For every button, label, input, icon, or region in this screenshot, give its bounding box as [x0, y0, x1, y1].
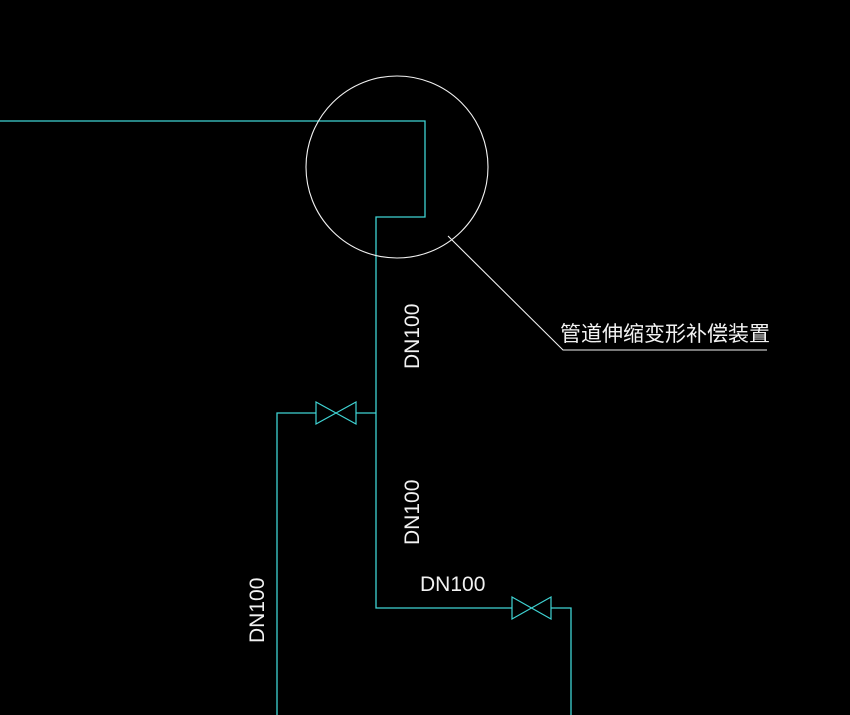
compensator-callout: 管道伸缩变形补偿装置 [305, 75, 770, 351]
valve-lower[interactable] [511, 595, 552, 621]
pipe-size-upper-riser: DN100 [401, 304, 424, 369]
callout-label: 管道伸缩变形补偿装置 [560, 323, 770, 346]
gate-valve-icon [511, 595, 552, 621]
pipe-bottom-right-drop [551, 607, 572, 715]
pipe-network [0, 120, 572, 715]
gate-valve-icon [315, 400, 357, 426]
pipe-top-run [0, 120, 512, 609]
pipe-size-left-riser: DN100 [246, 578, 269, 643]
leader-line [447, 235, 767, 351]
pipe-size-bottom-branch: DN100 [420, 573, 485, 596]
pipe-size-lower-riser: DN100 [401, 480, 424, 545]
detail-circle[interactable] [305, 75, 489, 259]
pipe-left-branch-far [276, 412, 316, 715]
valve-upper[interactable] [315, 400, 357, 426]
